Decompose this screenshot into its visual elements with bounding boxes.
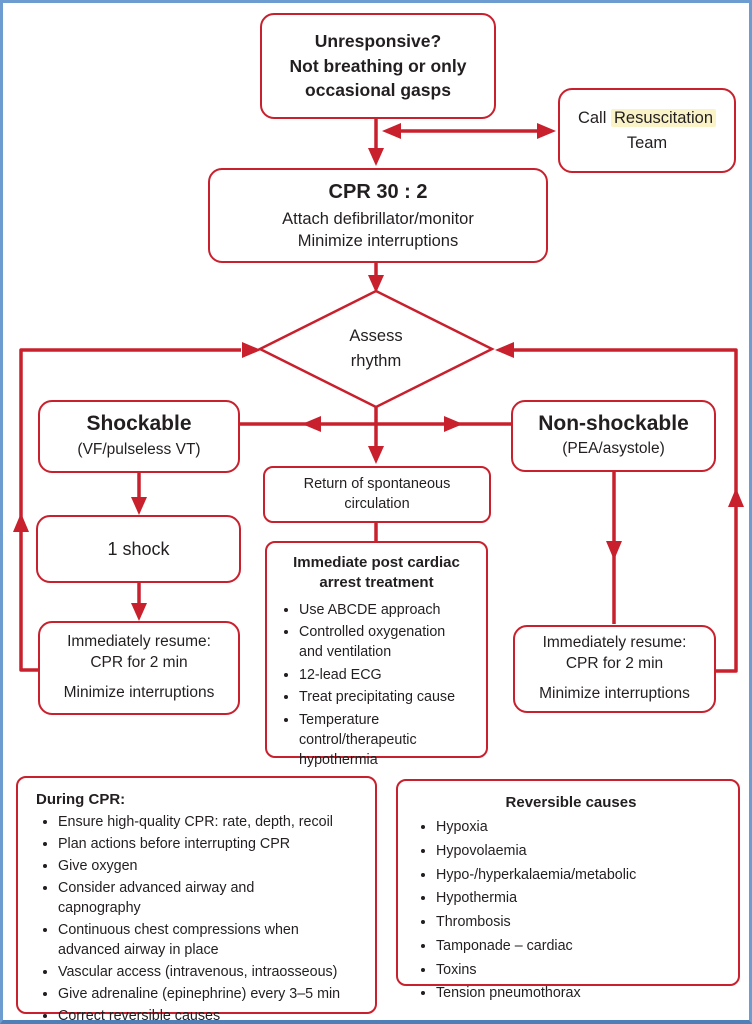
during-cpr-box: During CPR: Ensure high-quality CPR: rat… [16, 776, 377, 1020]
post-arrest-bullet: 12-lead ECG [299, 666, 478, 686]
non-shockable-subtitle: (PEA/asystole) [562, 440, 665, 458]
one-shock-label: 1 shock [107, 538, 170, 559]
resume-left-lines: Immediately resume: CPR for 2 min [67, 632, 211, 674]
resume-left-footer: Minimize interruptions [63, 683, 215, 701]
post-arrest-bullet: Treat precipitating cause [299, 688, 478, 708]
reversible-causes-bullet: Thrombosis [436, 912, 730, 933]
reversible-causes-bullet: Hypoxia [436, 817, 730, 838]
reversible-causes-bullet: Hypothermia [436, 888, 730, 909]
arrowhead-right-into-assess-left-vertex [242, 342, 261, 358]
non-shockable-title: Non-shockable [538, 411, 689, 435]
arrowhead-down-into-oneshock [131, 497, 147, 515]
during-cpr-bullet: Vascular access (intravenous, intraosseo… [58, 962, 367, 982]
arrowhead-down-into-assess [368, 275, 384, 293]
post-arrest-bullet-list: Use ABCDE approachControlled oxygenation… [275, 601, 478, 774]
arrowhead-down-into-resume-left [131, 603, 147, 621]
post-arrest-bullet: Controlled oxygenation and ventilation [299, 623, 478, 662]
during-cpr-bullet: Correct reversible causes [58, 1006, 367, 1020]
post-cardiac-arrest-box: Immediate post cardiac arrest treatment U… [265, 541, 488, 768]
arrowhead-left-doublearrow [382, 123, 401, 139]
assess-rhythm-line: Assess [349, 327, 403, 346]
assess-rhythm-diamond [257, 289, 495, 409]
arrowhead-up-loop-left [13, 513, 29, 532]
arrowhead-right-into-callteam [537, 123, 556, 139]
call-resuscitation-team-box: Call Resuscitation Team [558, 88, 736, 173]
unresponsive-line: Unresponsive? [314, 30, 442, 51]
arrowhead-right-toward-nonshockable [444, 416, 463, 432]
rosc-line: circulation [344, 495, 410, 512]
during-cpr-bullet: Give oxygen [58, 856, 367, 876]
loop-right [514, 348, 738, 673]
resume-cpr-left-box: Immediately resume: CPR for 2 min Minimiz… [38, 621, 240, 715]
cpr-line: Minimize interruptions [297, 232, 459, 250]
resume-right-line: CPR for 2 min [565, 655, 664, 673]
reversible-causes-title: Reversible causes [505, 794, 637, 811]
post-arrest-title-line: arrest treatment [319, 574, 434, 592]
shockable-box: Shockable (VF/pulseless VT) [38, 400, 240, 473]
reversible-causes-bullet: Tamponade – cardiac [436, 936, 730, 957]
unresponsive-box: Unresponsive? Not breathing or only occasi… [260, 13, 496, 119]
post-arrest-title-line: Immediate post cardiac [293, 554, 460, 571]
during-cpr-title: During CPR: [36, 791, 126, 808]
loop-left [19, 348, 241, 672]
shockable-subtitle: (VF/pulseless VT) [77, 440, 201, 458]
resume-right-line: Immediately resume: [542, 634, 687, 652]
resume-right-footer: Minimize interruptions [539, 684, 690, 702]
during-cpr-bullet: Plan actions before interrupting CPR [58, 834, 367, 854]
arrowhead-left-into-assess-right-vertex [495, 342, 514, 358]
one-shock-box: 1 shock [36, 515, 241, 583]
during-cpr-bullet-list: Ensure high-quality CPR: rate, depth, re… [34, 812, 367, 1020]
reversible-causes-bullet: Hypo-/hyperkalaemia/metabolic [436, 865, 730, 886]
assess-rhythm-line: rhythm [350, 352, 402, 370]
rosc-box: Return of spontaneous circulation [263, 466, 491, 523]
resume-left-line: Immediately resume: [67, 633, 211, 651]
call-team-line2: Team [626, 133, 668, 152]
post-arrest-title: Immediate post cardiac arrest treatment [293, 553, 460, 594]
during-cpr-bullet: Continuous chest compressions when advan… [58, 920, 367, 960]
during-cpr-bullet: Ensure high-quality CPR: rate, depth, re… [58, 812, 367, 832]
post-arrest-bullet: Temperature control/therapeutic hypother… [299, 711, 478, 770]
during-cpr-bullet: Consider advanced airway and capnography [58, 878, 367, 918]
reversible-causes-box: Reversible causes HypoxiaHypovolaemiaHyp… [396, 779, 740, 1001]
reversible-causes-bullet: Tension pneumothorax [436, 983, 730, 1004]
cpr-title: CPR 30 : 2 [328, 180, 428, 203]
resume-right-lines: Immediately resume: CPR for 2 min [543, 633, 687, 675]
rosc-line: Return of spontaneous [303, 475, 451, 492]
arrowhead-up-loop-right [728, 488, 744, 507]
arrowhead-left-toward-shockable [302, 416, 321, 432]
arrowhead-down-into-cpr [368, 148, 384, 166]
non-shockable-box: Non-shockable (PEA/asystole) [511, 400, 716, 472]
call-team-prefix: Call [577, 108, 607, 127]
arrowhead-down-nonshockable-line [606, 541, 622, 560]
call-team-highlighted-word: Resuscitation [610, 108, 717, 127]
assess-rhythm-label: Assess rhythm [306, 313, 446, 385]
arrowhead-down-into-rosc [368, 446, 384, 464]
cpr-line: Attach defibrillator/monitor [282, 209, 474, 228]
during-cpr-bullet: Give adrenaline (epinephrine) every 3–5 … [58, 984, 367, 1004]
call-team-line1: Call Resuscitation [577, 106, 717, 131]
shockable-title: Shockable [86, 412, 192, 436]
post-arrest-bullet: Use ABCDE approach [299, 601, 478, 621]
resume-left-line: CPR for 2 min [90, 654, 188, 672]
reversible-causes-bullet: Toxins [436, 960, 730, 981]
unresponsive-line: occasional gasps [305, 80, 451, 101]
reversible-causes-bullet: Hypovolaemia [436, 841, 730, 862]
unresponsive-line: Not breathing or only [289, 55, 467, 76]
flowchart-connectors [13, 119, 744, 673]
resume-cpr-right-box: Immediately resume: CPR for 2 min Minimiz… [513, 625, 716, 713]
reversible-causes-bullet-list: HypoxiaHypovolaemiaHypo-/hyperkalaemia/m… [412, 817, 730, 1007]
